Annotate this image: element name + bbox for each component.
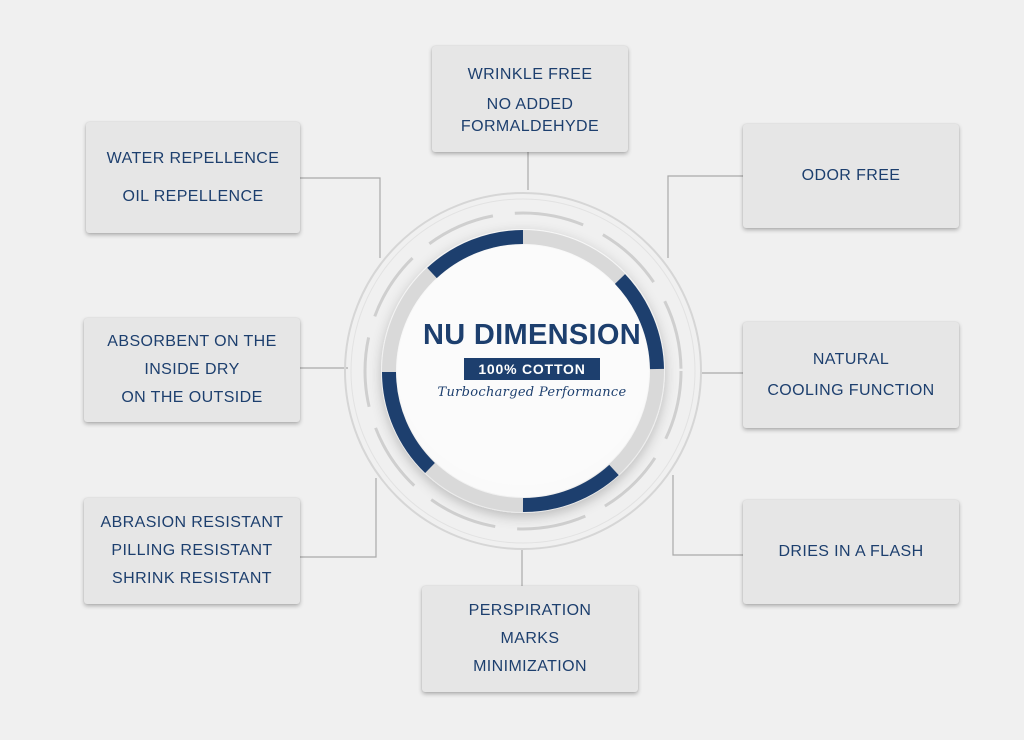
feature-line: ON THE OUTSIDE xyxy=(121,389,263,406)
feature-line: NATURAL xyxy=(812,351,890,368)
feature-line: PERSPIRATION xyxy=(468,602,592,619)
outer-ring xyxy=(344,192,702,550)
brand-title: NU DIMENSION xyxy=(423,319,641,351)
feature-line: DRIES IN A FLASH xyxy=(778,543,924,560)
feature-box-dries: DRIES IN A FLASH xyxy=(743,500,959,604)
feature-line: WATER REPELLENCE xyxy=(106,149,280,167)
feature-line: NO ADDED xyxy=(486,96,574,113)
feature-line: ABRASION RESISTANT xyxy=(100,514,284,531)
navy-arc-bottom xyxy=(522,464,619,513)
feature-line: MARKS xyxy=(500,630,560,647)
feature-box-cooling: NATURAL COOLING FUNCTION xyxy=(743,322,959,428)
navy-arc-left xyxy=(382,371,435,474)
feature-line: WRINKLE FREE xyxy=(467,66,593,83)
brand-block: NU DIMENSION 100% COTTON Turbocharged Pe… xyxy=(382,318,682,400)
connector-dries xyxy=(672,475,743,556)
feature-line: ODOR FREE xyxy=(801,167,901,184)
feature-box-water: WATER REPELLENCE OIL REPELLENCE xyxy=(86,122,300,233)
feature-box-abrasion: ABRASION RESISTANT PILLING RESISTANT SHR… xyxy=(84,498,300,604)
navy-arc-right xyxy=(614,274,664,370)
connector-abrasion xyxy=(300,478,377,558)
feature-box-odor: ODOR FREE xyxy=(743,124,959,228)
navy-arc-top xyxy=(427,230,524,279)
feature-line: INSIDE DRY xyxy=(144,361,240,378)
dashed-arc-ring xyxy=(363,211,683,531)
feature-line: SHRINK RESISTANT xyxy=(112,570,272,587)
feature-box-absorbent: ABSORBENT ON THE INSIDE DRY ON THE OUTSI… xyxy=(84,318,300,422)
feature-line: COOLING FUNCTION xyxy=(767,382,935,399)
feature-line: FORMALDEHYDE xyxy=(460,118,600,135)
feature-box-perspiration: PERSPIRATION MARKS MINIMIZATION xyxy=(422,586,638,692)
cotton-badge: 100% COTTON xyxy=(464,358,600,380)
feature-line: MINIMIZATION xyxy=(473,658,587,675)
feature-line: PILLING RESISTANT xyxy=(111,542,273,559)
outer-ring-inner xyxy=(350,198,696,544)
feature-line: OIL REPELLENCE xyxy=(122,187,264,205)
connector-odor xyxy=(667,175,743,258)
feature-box-wrinkle: WRINKLE FREE NO ADDED FORMALDEHYDE xyxy=(432,46,628,152)
brand-tagline: Turbocharged Performance xyxy=(437,385,627,400)
connector-water xyxy=(300,177,381,258)
feature-line: ABSORBENT ON THE xyxy=(107,333,277,350)
